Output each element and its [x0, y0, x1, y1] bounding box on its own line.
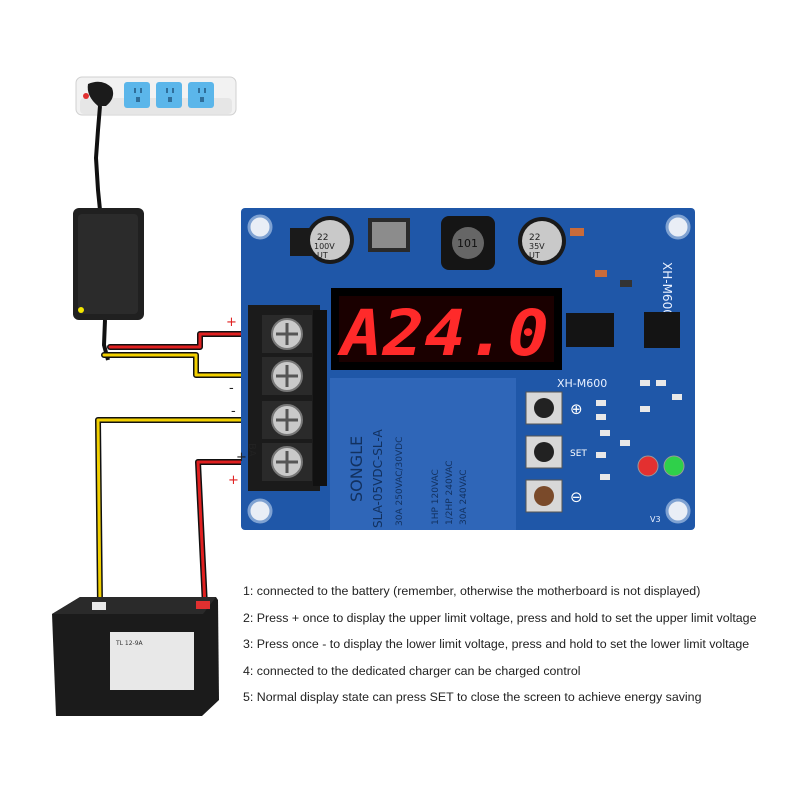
battery-negative-terminal [92, 602, 106, 610]
capacitor-right [518, 217, 566, 265]
note-4: 4: connected to the dedicated charger ca… [243, 663, 581, 678]
led-display [331, 288, 562, 370]
model-label-vertical: XH-M600 [660, 262, 674, 317]
terminal-plus-top: + [226, 315, 237, 330]
socket-icon [188, 82, 214, 108]
terminal-block [248, 305, 327, 491]
screw-terminal [262, 443, 312, 481]
green-led-icon [663, 455, 685, 477]
note-2: 2: Press + once to display the upper lim… [243, 610, 757, 625]
relay-brand: SONGLE [347, 436, 366, 502]
button-plus[interactable] [525, 391, 563, 425]
capacitor-right-label-2: 35V [529, 242, 545, 251]
screw-terminal [262, 401, 312, 439]
capacitor-right-label-3: UT [529, 251, 540, 260]
inductor [441, 216, 495, 270]
button-minus[interactable] [525, 479, 563, 513]
terminal-minus-battery: - [231, 404, 236, 419]
terminal-minus-top: - [229, 381, 234, 396]
battery [52, 597, 219, 716]
capacitor-left-label-3: UT [317, 251, 328, 260]
instruction-notes: 1: connected to the battery (remember, o… [243, 584, 793, 717]
screw-terminal [262, 357, 312, 395]
inductor-label: 101 [457, 237, 478, 250]
power-adapter [73, 208, 144, 320]
power-strip [75, 76, 237, 116]
capacitor-left-label-1: 22 [317, 233, 328, 243]
capacitor-left-label-2: 100V [314, 242, 335, 251]
screw-terminal [262, 315, 312, 353]
display-value: A24.0 [337, 297, 549, 370]
plus-label: ⊕ [570, 400, 583, 418]
capacitor-left [306, 216, 354, 264]
relay-model: SLA-05VDC-SL-A [371, 429, 385, 528]
model-label: XH-M600 [557, 377, 607, 390]
version-label: V3 [650, 515, 661, 524]
wire-plus-label: + [228, 473, 239, 488]
terminal-plus-battery: + [236, 450, 247, 465]
minus-label: ⊖ [570, 488, 583, 506]
relay-rating-4: 30A 240VAC [459, 469, 469, 525]
relay-rating-1: 30A 250VAC/30VDC [395, 437, 405, 526]
relay-rating-3: 1/2HP 240VAC [445, 460, 455, 525]
note-1: 1: connected to the battery (remember, o… [243, 584, 701, 598]
pcb-board: 22 100V UT 101 22 35V UT XH-M600 A24.0 [241, 208, 695, 530]
note-5: 5: Normal display state can press SET to… [243, 690, 702, 704]
socket-icon [156, 82, 182, 108]
battery-positive-terminal [196, 601, 210, 609]
wires [95, 331, 249, 609]
button-set[interactable] [525, 435, 563, 469]
capacitor-right-label-1: 22 [529, 233, 540, 243]
relay [330, 378, 516, 530]
relay-rating-2: 1HP 120VAC [431, 469, 441, 525]
note-3: 3: Press once - to display the lower lim… [243, 637, 750, 651]
socket-icon [124, 82, 150, 108]
set-label: SET [570, 449, 587, 459]
terminal-bat-label: BA [246, 443, 257, 457]
red-led-icon [637, 455, 659, 477]
plug-icon [87, 81, 114, 106]
battery-label: TL 12-9A [115, 640, 144, 647]
